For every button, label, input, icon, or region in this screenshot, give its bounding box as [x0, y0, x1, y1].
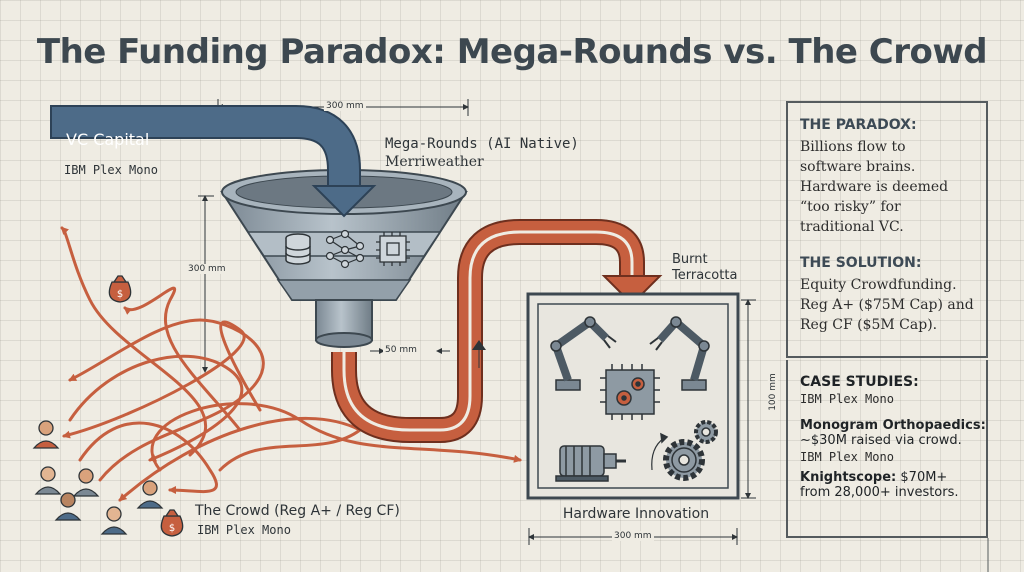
dimension-bottom-label: 300 mm	[612, 531, 654, 541]
person-icon	[72, 468, 100, 497]
person-icon	[136, 480, 164, 509]
case-monogram-name: Monogram Orthopaedics:	[800, 418, 986, 433]
page-title: The Funding Paradox: Mega-Rounds vs. The…	[36, 32, 988, 72]
case-knightscope-body-line2: from 28,000+ investors.	[800, 485, 959, 500]
terracotta-pipe	[331, 219, 663, 443]
dimension-left-label: 300 mm	[186, 264, 228, 274]
case-knightscope-name: Knightscope:	[800, 470, 897, 485]
solution-heading: THE SOLUTION:	[800, 255, 922, 271]
case-monogram-body: ~$30M raised via crowd.	[800, 433, 962, 448]
neural-network-icon	[325, 229, 365, 269]
burnt-terracotta-label: Burnt Terracotta	[672, 252, 738, 283]
paradox-text: Billions flow to software brains. Hardwa…	[800, 139, 949, 235]
case-knightscope: Knightscope: $70M+	[800, 470, 986, 485]
vc-capital-label: VC Capital	[66, 130, 150, 149]
motor-icon	[555, 445, 626, 482]
person-icon	[34, 466, 62, 495]
money-bag-icon: $	[160, 509, 184, 537]
paradox-solution-panel: THE PARADOX: Billions flow to software b…	[786, 101, 988, 358]
robot-arm-icon	[550, 316, 617, 391]
crowd-tangled-arrows	[60, 226, 522, 502]
crowd-label: The Crowd (Reg A+ / Reg CF)	[195, 503, 400, 519]
person-icon	[100, 506, 128, 535]
case-studies-heading: CASE STUDIES:	[800, 374, 919, 390]
case-studies-panel: CASE STUDIES: IBM Plex Mono Monogram Ort…	[786, 360, 988, 538]
chip-gears-icon	[600, 364, 660, 420]
dimension-box-height-label: 100 mm	[767, 371, 778, 413]
mega-font-note: Merriweather	[385, 154, 484, 170]
database-icon	[285, 233, 311, 265]
person-icon	[54, 492, 82, 521]
paradox-heading: THE PARADOX:	[800, 117, 917, 133]
svg-text:$: $	[117, 289, 123, 300]
crowd-font-note: IBM Plex Mono	[197, 523, 291, 537]
hardware-innovation-label: Hardware Innovation	[562, 506, 710, 522]
mega-rounds-label: Mega-Rounds (AI Native)	[385, 136, 579, 152]
vc-font-note: IBM Plex Mono	[64, 163, 158, 177]
svg-text:$: $	[169, 523, 175, 534]
money-bag-icon: $	[108, 275, 132, 303]
chip-icon	[376, 232, 410, 266]
case-knightscope-body: $70M+	[896, 470, 948, 485]
dimension-spout-label: 50 mm	[383, 345, 419, 355]
solution-text: Equity Crowdfunding. Reg A+ ($75M Cap) a…	[800, 277, 974, 333]
case-font-note: IBM Plex Mono	[800, 450, 894, 464]
dimension-top-label: 300 mm	[324, 101, 366, 111]
robot-arm-icon	[649, 316, 710, 391]
person-icon	[32, 420, 60, 449]
vc-capital-pipe	[50, 105, 377, 218]
gears-icon	[651, 420, 718, 481]
case-font-note: IBM Plex Mono	[800, 392, 894, 406]
